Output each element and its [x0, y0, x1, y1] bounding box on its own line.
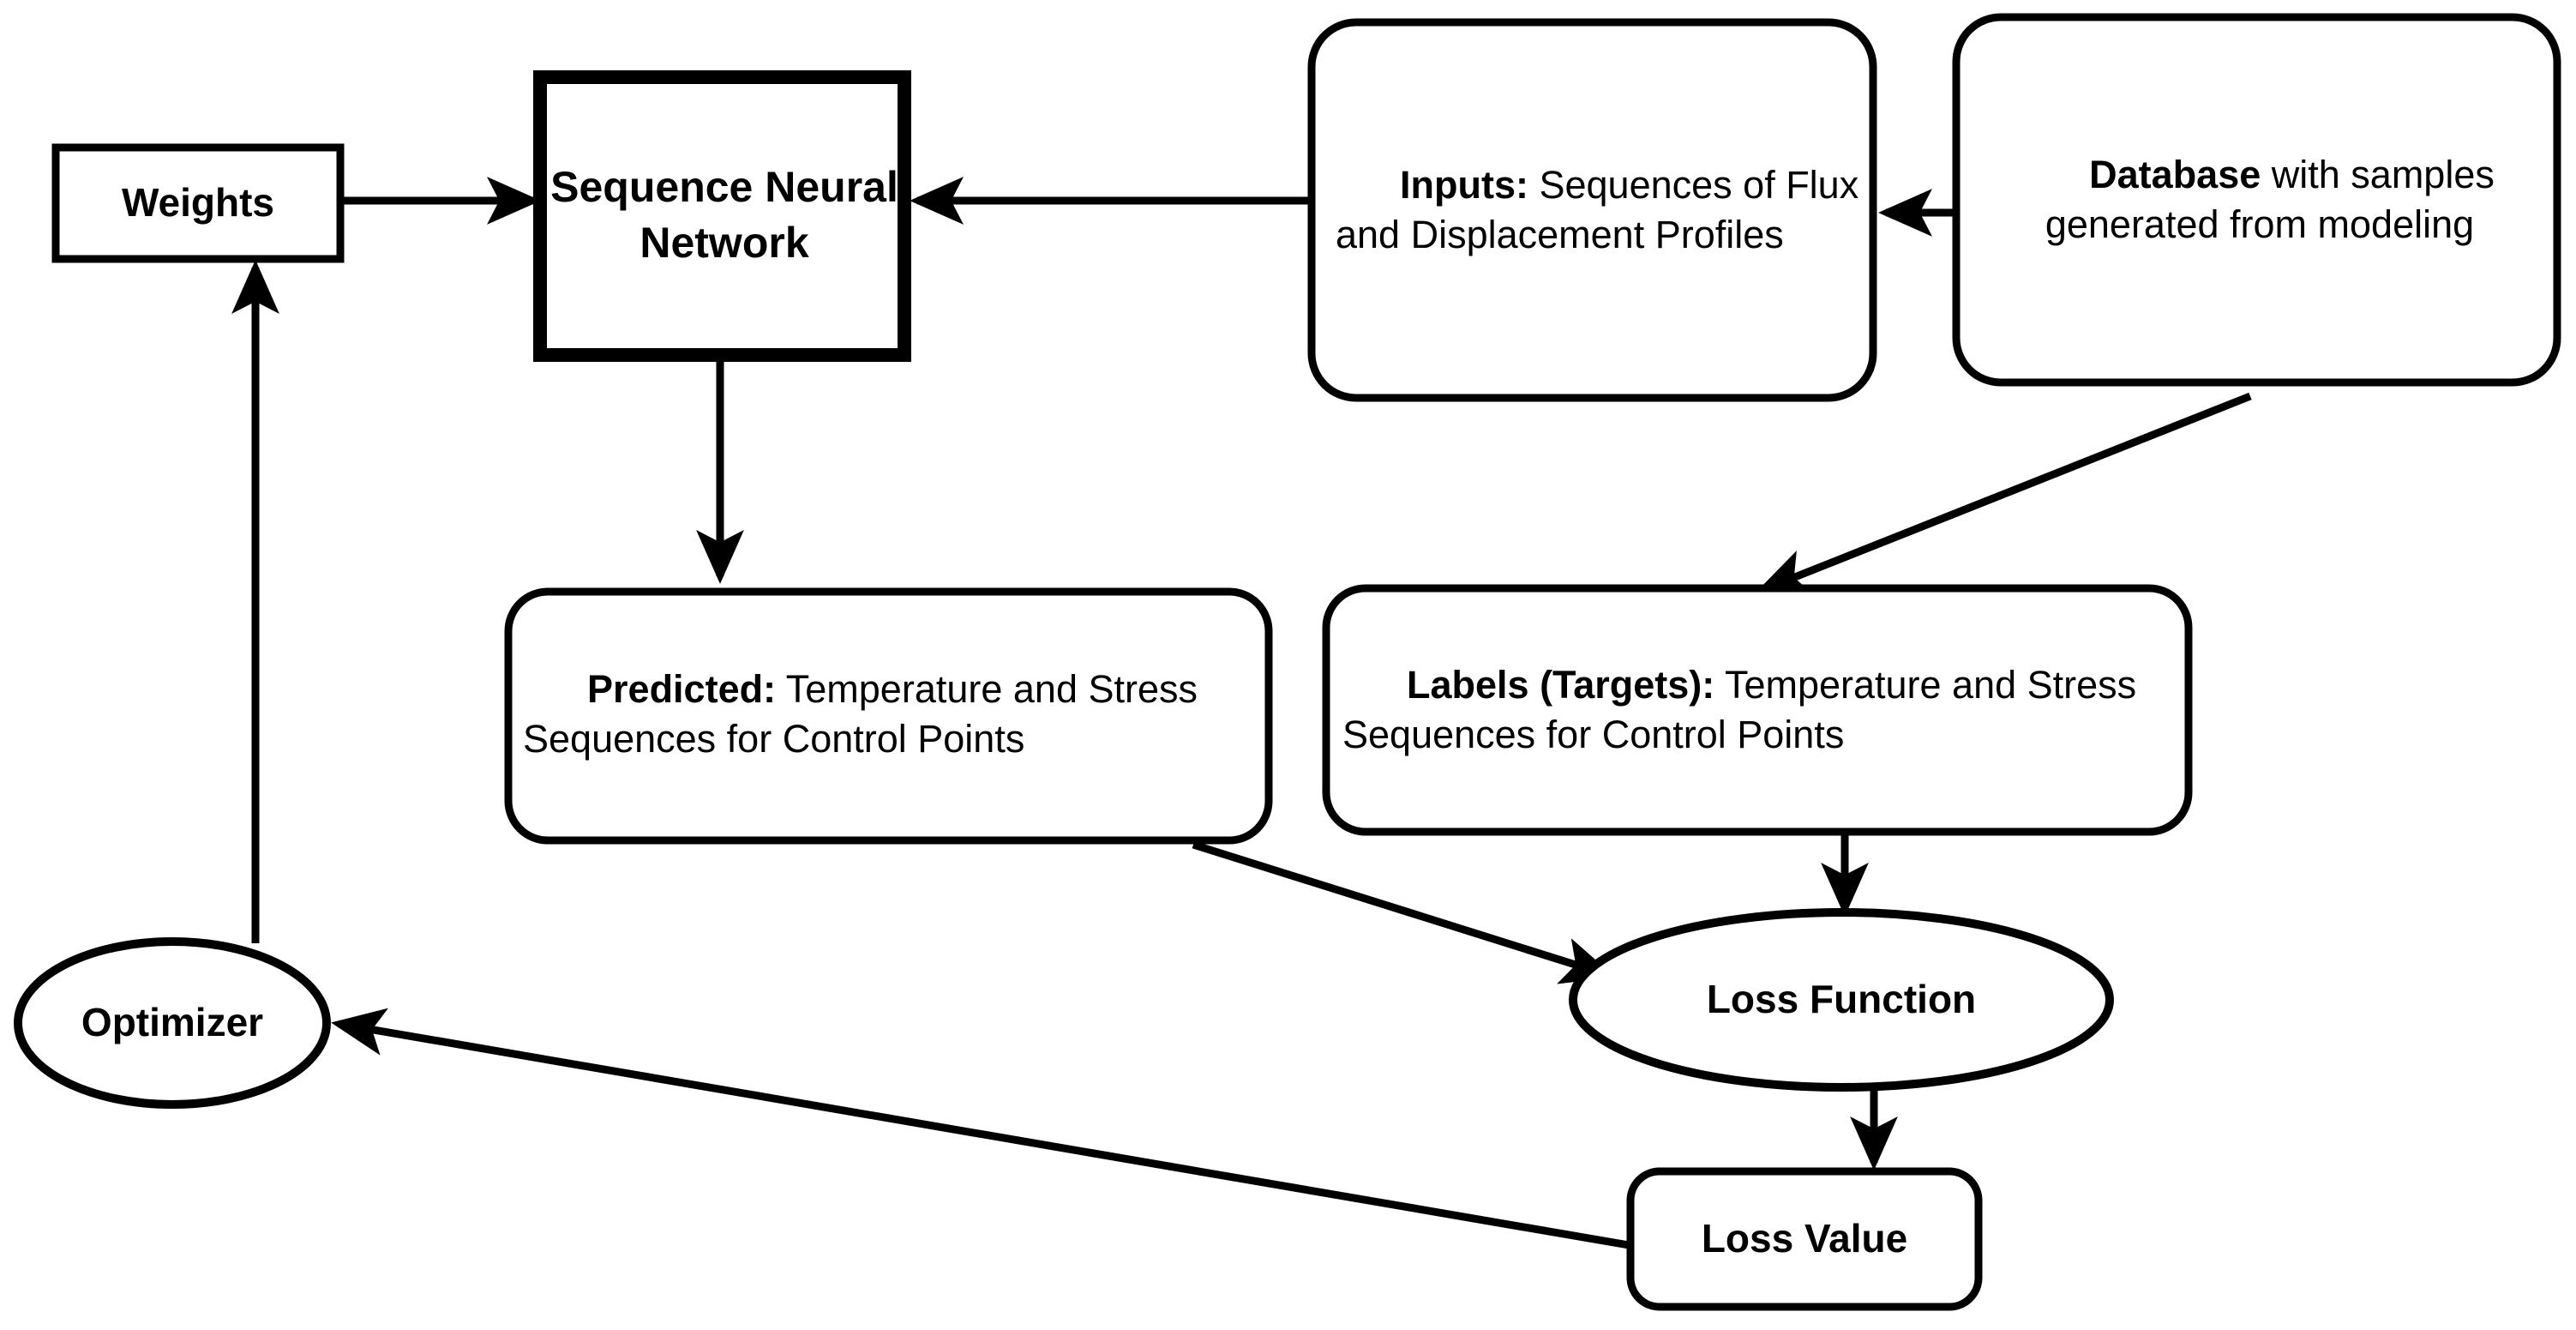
node-database-label: Database with samples generated from mod…	[1972, 21, 2548, 379]
edge-predicted-to-loss-function	[1192, 840, 1616, 984]
node-predicted[interactable]	[504, 587, 1273, 845]
node-optimizer-label: Optimizer	[81, 1000, 264, 1045]
node-predicted-label-emphasis: Predicted:	[587, 666, 777, 711]
node-database[interactable]	[1952, 13, 2561, 387]
node-labels-targets-label-emphasis: Labels (Targets):	[1407, 662, 1715, 707]
node-sequence-neural-network[interactable]	[533, 70, 911, 362]
node-inputs-label-rest: Sequences of Flux and Displacement Profi…	[1336, 162, 1870, 257]
node-database-label-emphasis: Database	[2089, 152, 2261, 196]
edge-loss-value-to-optimizer	[331, 1008, 1630, 1249]
node-loss-function-label: Loss Function	[1706, 977, 1977, 1022]
node-inputs-label-emphasis: Inputs:	[1400, 162, 1528, 207]
node-inputs-label: Inputs: Sequences of Flux and Displaceme…	[1336, 26, 1860, 394]
node-database-label-rest: with samples generated from modeling	[2045, 152, 2506, 247]
node-loss-value-label: Loss Value	[1701, 1216, 1908, 1261]
node-weights-label: Weights	[121, 180, 275, 226]
node-loss-value[interactable]	[1626, 1167, 1983, 1311]
node-predicted-label-rest: Temperature and Stress Sequences for Con…	[523, 666, 1220, 761]
node-optimizer[interactable]	[14, 937, 331, 1109]
edge-database-to-labels-targets	[1755, 392, 2252, 595]
node-labels-targets-label: Labels (Targets): Temperature and Stress…	[1342, 592, 2183, 828]
node-sequence-neural-network-label: Sequence Neural Network	[550, 163, 898, 267]
node-predicted-label: Predicted: Temperature and Stress Sequen…	[523, 593, 1260, 835]
node-weights[interactable]	[51, 143, 345, 263]
node-inputs[interactable]	[1307, 18, 1877, 402]
node-loss-function[interactable]	[1569, 908, 2114, 1092]
node-labels-targets[interactable]	[1322, 584, 2193, 836]
node-labels-targets-label-rest: Temperature and Stress Sequences for Con…	[1342, 662, 2159, 757]
